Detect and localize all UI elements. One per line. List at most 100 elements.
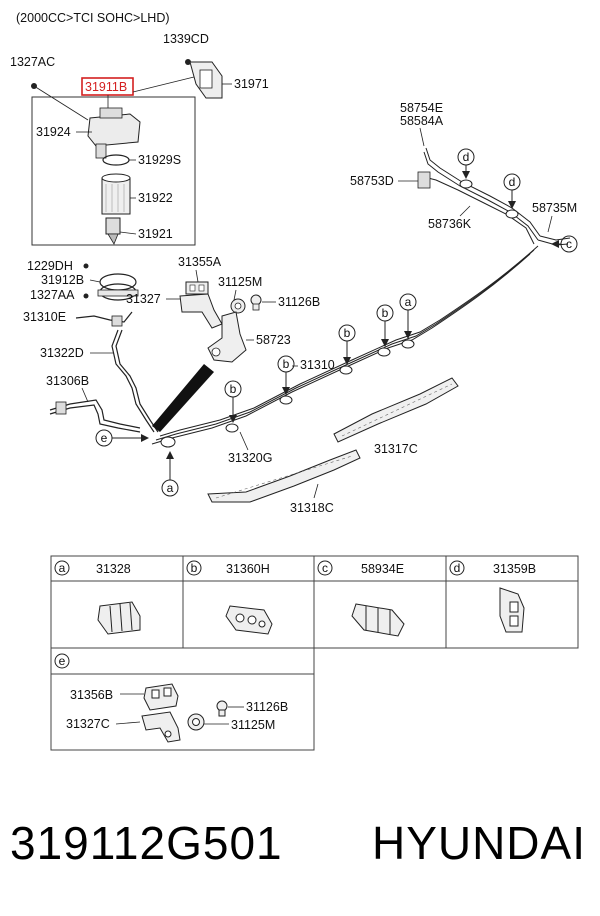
circle-b[interactable]: b [283,357,290,371]
legend-key-a: a [59,561,66,575]
pipe-31306B [49,399,141,433]
leader-line [115,721,141,725]
circle-c[interactable]: c [566,237,572,251]
legend-key-d: d [454,561,461,575]
leader-line [239,431,249,451]
legend-part-58934E[interactable]: 58934E [361,562,404,576]
clip-31360H-icon [225,605,273,635]
clip-31328-icon [97,601,141,635]
callout-31317C[interactable]: 31317C [374,442,418,456]
pointer-wedge [152,364,214,432]
leader-line [89,279,101,283]
bolt-1327AA-icon [83,293,89,299]
legend-part-31359B[interactable]: 31359B [493,562,536,576]
bracket-31327-icon [179,293,223,329]
protector-31318C-icon [207,449,361,503]
legend-part-31328[interactable]: 31328 [96,562,131,576]
callout-31126B[interactable]: 31126B [278,295,320,309]
bolt-31126B-icon [216,700,228,717]
circle-b[interactable]: b [382,306,389,320]
grommet-31356B-icon [143,683,179,711]
callout-31327[interactable]: 31327 [126,292,161,306]
callout-31929S[interactable]: 31929S [138,153,181,167]
callout-31125M[interactable]: 31125M [218,275,262,289]
circle-b[interactable]: b [230,382,237,396]
callout-31320G[interactable]: 31320G [228,451,272,465]
callout-1327AA[interactable]: 1327AA [30,288,75,302]
filter-assembly-frame [31,96,196,246]
o-ring-31929S-icon [102,154,130,166]
parts-diagram: (2000CC>TCI SOHC>LHD) 1327AC 1339CD 3191… [10,11,579,751]
legend-table [50,555,579,751]
circle-e[interactable]: e [101,431,108,445]
part-number: 319112G501 [10,817,283,869]
clip-31359B-icon [499,587,525,633]
callout-31310E[interactable]: 31310E [23,310,66,324]
legend-key-b: b [191,561,198,575]
legend-part-31126B[interactable]: 31126B [246,700,288,714]
bolt-31126B-icon [250,294,262,311]
callout-31310[interactable]: 31310 [300,358,335,372]
circle-d[interactable]: d [463,150,470,164]
legend-cell-e: e 31356B 31327C 31126B 31125M [54,653,288,732]
bracket-31327C-icon [141,711,181,743]
legend-key-c: c [322,561,328,575]
protector-31317C-icon [333,377,459,443]
footer: 319112G501 HYUNDAI [0,816,600,886]
callout-31318C[interactable]: 31318C [290,501,334,515]
callout-31355A[interactable]: 31355A [178,255,222,269]
legend-part-31360H[interactable]: 31360H [226,562,270,576]
callout-31921[interactable]: 31921 [138,227,173,241]
callout-31922[interactable]: 31922 [138,191,173,205]
callout-1339CD[interactable]: 1339CD [163,32,209,46]
legend-part-31125M[interactable]: 31125M [231,718,275,732]
filter-cartridge-31922-icon [101,173,131,215]
callout-1327AC[interactable]: 1327AC [10,55,55,69]
engine-spec-header: (2000CC>TCI SOHC>LHD) [16,11,170,25]
callout-31912B[interactable]: 31912B [41,273,84,287]
connector-icon [55,401,67,415]
callout-58735M[interactable]: 58735M [532,201,577,215]
leader-line [233,289,237,301]
brand-name: HYUNDAI [371,817,586,869]
bolt-1339CD-icon [185,59,191,65]
connector-icon [111,315,123,327]
leader-line [119,231,137,235]
callout-58736K[interactable]: 58736K [428,217,472,231]
callout-31971[interactable]: 31971 [234,77,269,91]
legend-part-31356B[interactable]: 31356B [70,688,113,702]
line-clips [160,179,519,448]
grommet-31355A-icon [185,281,209,295]
leader-line [459,205,471,217]
clip-58934E-icon [351,603,405,637]
callout-31924[interactable]: 31924 [36,125,71,139]
callout-31911B[interactable]: 31911B [85,80,127,94]
leader-line [419,127,425,147]
leader-line [313,483,319,499]
bracket-31971-icon [189,61,223,99]
callout-31306B[interactable]: 31306B [46,374,89,388]
leader-line [195,269,199,283]
callout-31322D[interactable]: 31322D [40,346,84,360]
callout-58723[interactable]: 58723 [256,333,291,347]
connector-58753D-icon [417,171,431,189]
legend-cell-c: c 58934E [317,560,404,576]
callout-1229DH[interactable]: 1229DH [27,259,73,273]
leader-line [132,75,199,93]
leader-line [33,85,89,121]
callout-58753D[interactable]: 58753D [350,174,394,188]
filter-head-31924-icon [87,107,141,159]
legend-cell-d: d 31359B [449,560,536,576]
callout-58584A[interactable]: 58584A [400,114,444,128]
circle-d[interactable]: d [509,175,516,189]
legend-part-31327C[interactable]: 31327C [66,717,110,731]
bolt-1229DH-icon [83,263,89,269]
circle-a[interactable]: a [405,295,412,309]
nut-31125M-icon [230,298,246,314]
circle-a[interactable]: a [167,481,174,495]
hose-31310E [75,311,133,323]
leader-line [81,387,89,403]
circle-b[interactable]: b [344,326,351,340]
leader-line [547,215,553,233]
callout-58754E[interactable]: 58754E [400,101,443,115]
